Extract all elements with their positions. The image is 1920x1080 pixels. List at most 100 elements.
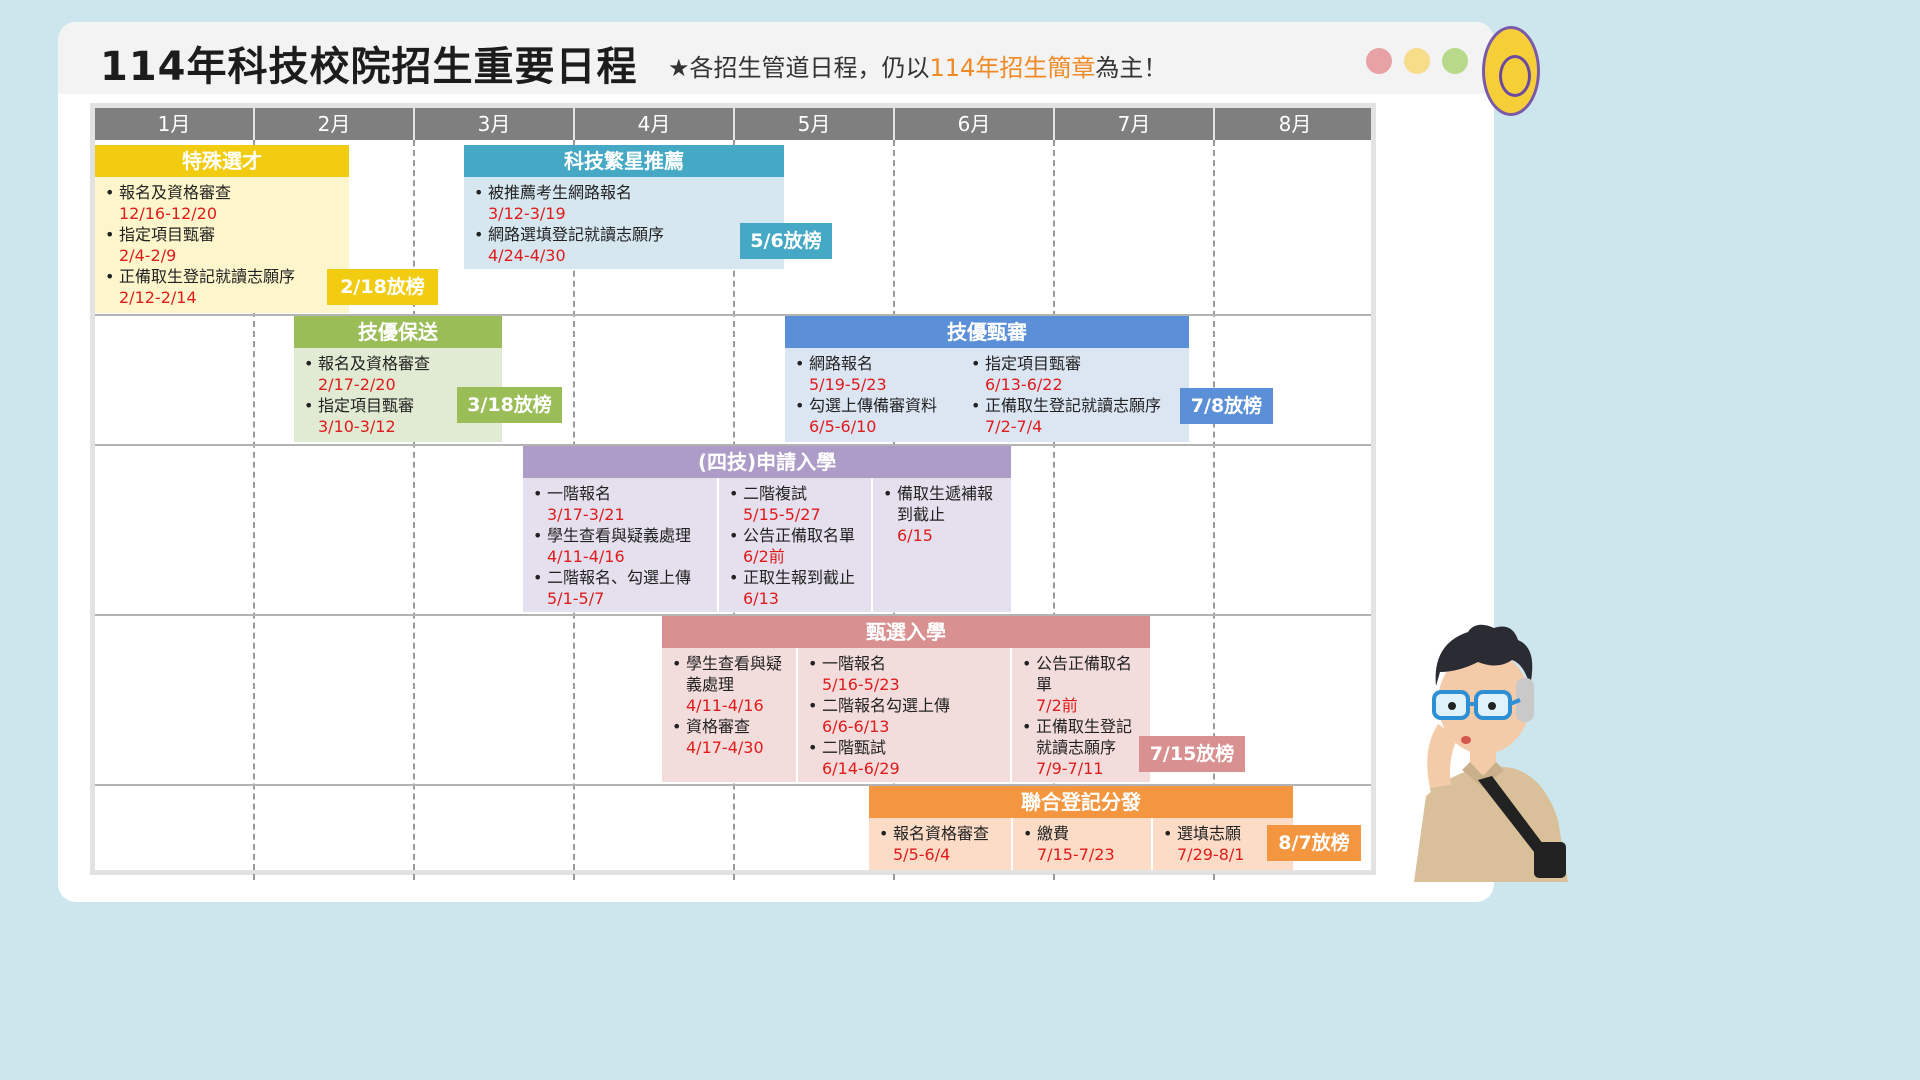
schedule-item: 正取生報到截止 6/13 [725,567,871,609]
item-label: 選填志願 [1177,824,1242,843]
month-divider [413,140,415,880]
schedule-item: 勾選上傳備審資料 6/5-6/10 [791,395,961,437]
item-label: 繳費 [1037,824,1070,843]
item-label: 二階報名勾選上傳 [822,696,951,715]
schedule-item: 二階報名勾選上傳 6/6-6/13 [804,695,1010,737]
schedule-item: 學生查看與疑義處理 4/11-4/16 [529,525,717,567]
item-date: 6/6-6/13 [822,717,890,736]
schedule-item: 指定項目甄審 3/10-3/12 [300,395,502,437]
item-date: 4/11-4/16 [547,547,625,566]
item-date: 7/2-7/4 [985,417,1043,436]
program-selective-admission: 甄選入學 學生查看與疑義處理 4/11-4/16 資格審查 4/17-4/30 一階… [662,616,1150,782]
schedule-item: 繳費7/15-7/23 [1019,823,1151,865]
program-body: 學生查看與疑義處理 4/11-4/16 資格審查 4/17-4/30 一階報名5/1… [662,648,1150,782]
item-date: 7/9-7/11 [1036,759,1104,778]
schedule-item: 備取生遞補報到截止 6/15 [879,483,1007,546]
item-date: 4/11-4/16 [686,696,764,715]
item-date: 6/15 [897,526,933,545]
program-title: 聯合登記分發 [869,786,1293,818]
item-date: 5/1-5/7 [547,589,605,608]
month-divider [1213,140,1215,880]
item-label: 報名資格審查 [893,824,990,843]
item-label: 學生查看與疑義處理 [547,526,692,545]
schedule-board: 1月 2月 3月 4月 5月 6月 7月 8月 特殊選才 報名及資格審查12/1… [90,103,1376,880]
schedule-item: 報名及資格審查 2/17-2/20 [300,353,502,395]
slide-header: 114年科技校院招生重要日程 ★各招生管道日程，仍以114年招生簡章為主！ [58,22,1494,94]
item-date: 4/17-4/30 [686,738,764,757]
item-label: 一階報名 [547,484,612,503]
program-title: 技優甄審 [785,316,1189,348]
row-divider [95,614,1371,616]
program-column: 一階報名 3/17-3/21 學生查看與疑義處理 4/11-4/16 二階報名、勾選… [523,478,717,612]
item-date: 3/10-3/12 [318,417,396,436]
item-label: 資格審查 [686,717,751,736]
program-application: (四技)申請入學 一階報名 3/17-3/21 學生查看與疑義處理 4/11-4/1… [523,446,1011,612]
item-label: 公告正備取名單 [1036,654,1133,694]
row-divider [95,784,1371,786]
schedule-item: 正備取生登記就讀志願序 2/12-2/14 [101,266,349,308]
month-divider [1053,140,1055,880]
program-title: 特殊選才 [95,145,349,177]
thinking-boy-illustration [1414,624,1568,882]
item-label: 二階甄試 [822,738,887,757]
item-label: 一階報名 [822,654,887,673]
program-title: 科技繁星推薦 [464,145,784,177]
result-badge-selection: 7/15放榜 [1139,736,1245,772]
month-divider [253,140,255,880]
month-header: 1月 2月 3月 4月 5月 6月 7月 8月 [95,108,1371,140]
school-seal-icon [1482,26,1540,116]
item-date: 6/5-6/10 [809,417,877,436]
item-label: 備取生遞補報到截止 [897,484,994,524]
window-dot-yellow [1404,48,1430,74]
schedule-item: 公告正備取名單 7/2前 [1018,653,1146,716]
item-label: 勾選上傳備審資料 [809,396,938,415]
result-badge-sports: 3/18放榜 [457,387,562,423]
item-label: 學生查看與疑義處理 [686,654,783,694]
item-label: 二階複試 [743,484,808,503]
item-date: 3/17-3/21 [547,505,625,524]
month-4: 4月 [575,108,735,140]
item-label: 正備取生登記就讀志願序 [985,396,1162,415]
program-column: 報名及資格審查 2/17-2/20 指定項目甄審 3/10-3/12 [294,348,502,442]
item-label: 網路選填登記就讀志願序 [488,225,665,244]
page-title: 114年科技校院招生重要日程 [100,44,638,90]
item-date: 2/17-2/20 [318,375,396,394]
item-date: 6/13 [743,589,779,608]
item-label: 報名及資格審查 [318,354,431,373]
item-label: 指定項目甄審 [318,396,415,415]
result-badge-star: 5/6放榜 [740,223,832,259]
program-title: (四技)申請入學 [523,446,1011,478]
item-date: 5/19-5/23 [809,375,887,394]
item-label: 正取生報到截止 [743,568,856,587]
program-title: 甄選入學 [662,616,1150,648]
item-date: 2/12-2/14 [119,288,197,307]
program-column: 學生查看與疑義處理 4/11-4/16 資格審查 4/17-4/30 [662,648,796,782]
item-date: 7/2前 [1036,696,1078,715]
program-column: 備取生遞補報到截止 6/15 [871,478,1011,612]
schedule-item: 學生查看與疑義處理 4/11-4/16 [668,653,790,716]
program-body: 報名及資格審查 2/17-2/20 指定項目甄審 3/10-3/12 [294,348,502,442]
item-label: 公告正備取名單 [743,526,856,545]
month-3: 3月 [415,108,575,140]
item-label: 正備取生登記就讀志願序 [119,267,296,286]
month-8: 8月 [1278,112,1312,136]
